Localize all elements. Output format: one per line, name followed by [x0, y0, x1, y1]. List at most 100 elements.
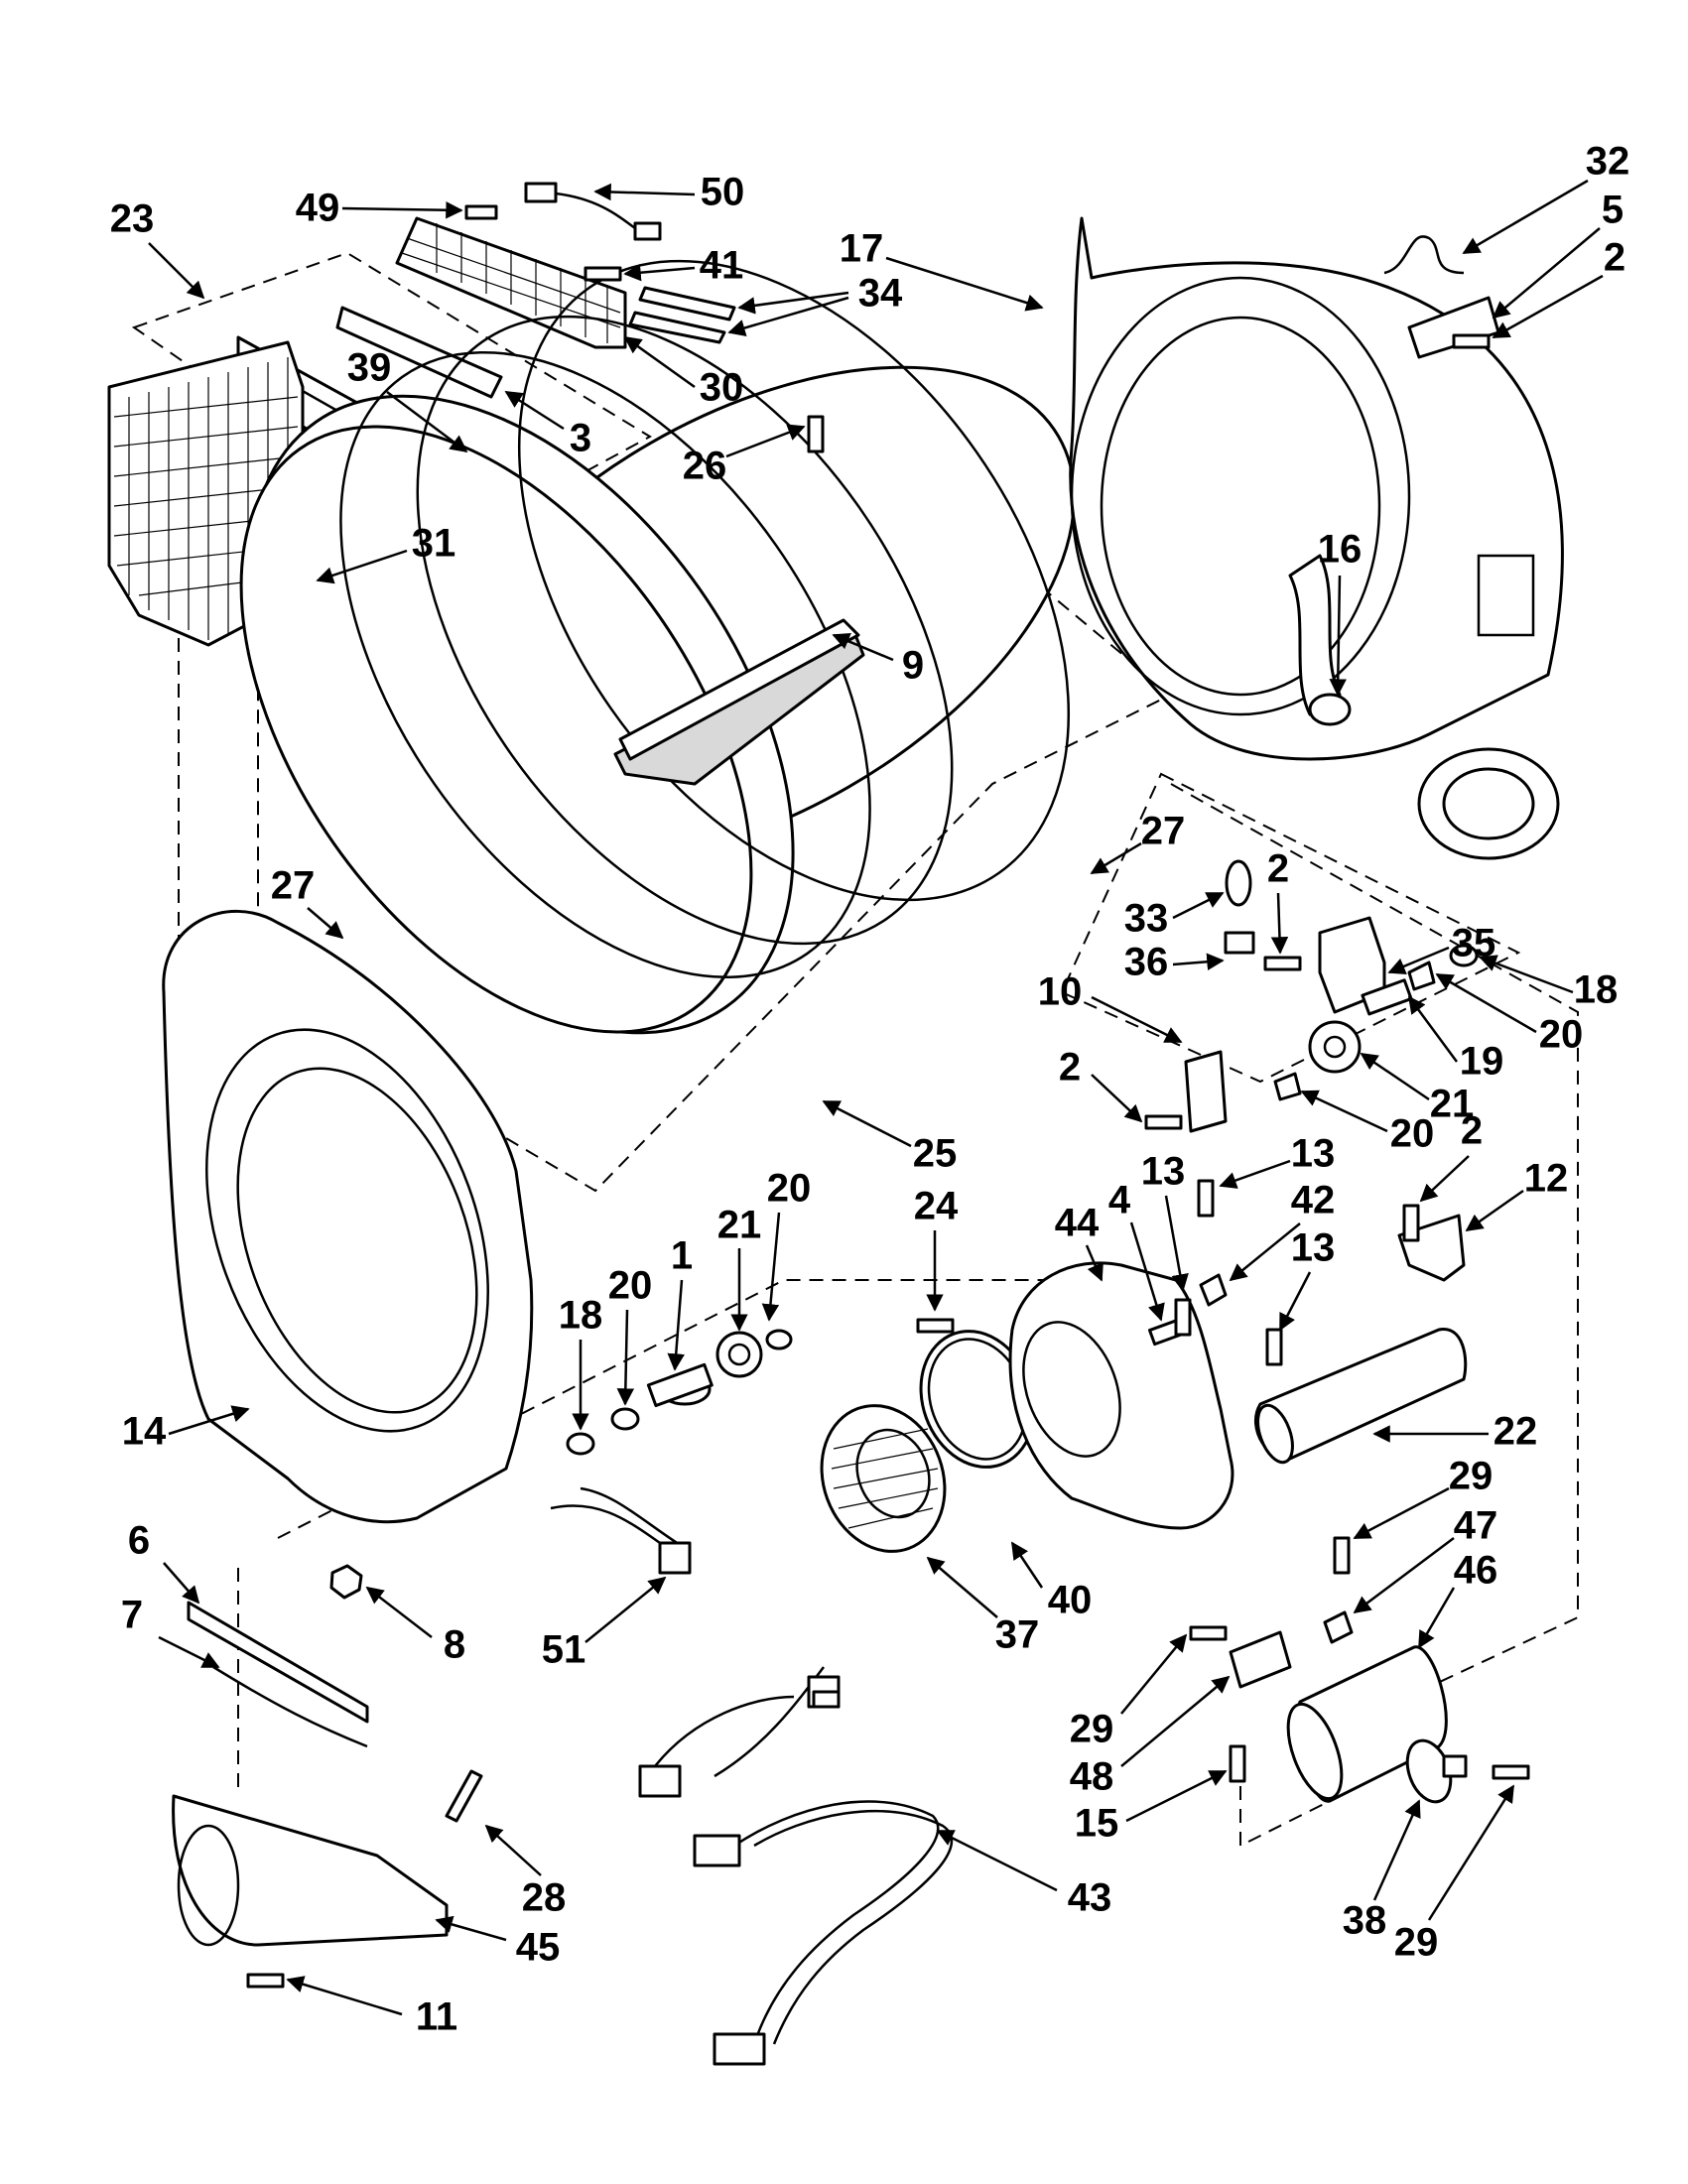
front-duct-part [172, 1794, 449, 1947]
callout-36: 36 [1124, 941, 1169, 984]
callout-2b: 2 [1267, 847, 1289, 891]
screw-49 [464, 204, 498, 220]
callout-20a: 20 [1539, 1013, 1584, 1057]
leader-arrow-20a [1435, 972, 1537, 1034]
leader-arrow-29b [1120, 1633, 1188, 1715]
callout-13c: 13 [1291, 1226, 1336, 1270]
rear-bulkhead-part [1069, 216, 1564, 860]
screw-13a [1197, 1179, 1215, 1218]
callout-3: 3 [570, 417, 591, 460]
sensor-bracket-part [1184, 1050, 1228, 1133]
callout-6: 6 [128, 1519, 150, 1563]
roller-axle-part [566, 1329, 793, 1456]
leader-arrow-19 [1407, 995, 1459, 1063]
leader-arrow-25 [822, 1099, 912, 1148]
callout-49: 49 [296, 187, 340, 230]
callout-20b: 20 [1390, 1112, 1435, 1156]
callout-45: 45 [516, 1926, 561, 1970]
screw-11 [246, 1973, 285, 1989]
callout-22: 22 [1493, 1410, 1538, 1454]
leader-arrow-44 [1085, 1244, 1104, 1282]
heater-assembly-group-outline [1060, 772, 1521, 1084]
leader-arrow-18a [1479, 955, 1574, 994]
bulb-part [1224, 859, 1255, 955]
leader-arrow-1 [667, 1279, 685, 1371]
callout-21a: 21 [1430, 1083, 1475, 1126]
drum-part [239, 259, 1076, 1035]
blower-wheel-part [820, 1404, 947, 1553]
callout-38: 38 [1343, 1899, 1387, 1943]
leader-arrow-36 [1172, 953, 1225, 970]
leader-arrow-38 [1372, 1799, 1421, 1901]
high-limit-thermostat-part [1405, 1738, 1468, 1804]
nut-part [329, 1564, 363, 1600]
felt-seal-strip-part [212, 1665, 368, 1748]
callout-11: 11 [416, 1995, 457, 2039]
callout-18a: 18 [1574, 968, 1619, 1012]
leader-arrow-20b [1300, 1090, 1388, 1133]
heater-mount-bracket-part [1229, 1630, 1292, 1689]
callout-30: 30 [700, 366, 744, 410]
callout-51: 51 [542, 1628, 586, 1672]
callout-23: 23 [110, 197, 155, 241]
leader-arrow-27b [307, 907, 344, 940]
leader-arrow-30 [623, 335, 696, 389]
leader-arrow-9 [832, 632, 894, 662]
drum-baffle-part [613, 618, 865, 786]
leader-arrow-16 [1329, 575, 1348, 697]
leader-arrow-43 [936, 1829, 1058, 1892]
leader-arrow-14 [168, 1405, 250, 1436]
leader-arrow-15 [1125, 1769, 1228, 1823]
callout-47: 47 [1454, 1504, 1498, 1548]
rear-roller-assembly-part [1273, 944, 1479, 1101]
screw-13c [1265, 1328, 1283, 1366]
callout-40: 40 [1048, 1579, 1093, 1622]
leader-arrow-23 [148, 242, 205, 300]
callout-19: 19 [1460, 1040, 1504, 1084]
callout-14: 14 [122, 1410, 167, 1454]
door-switch-harness-part [550, 1486, 692, 1575]
callout-29a: 29 [1449, 1455, 1493, 1498]
leader-arrow-28 [484, 1824, 542, 1876]
screw-2c [1144, 1114, 1183, 1130]
callout-20d: 20 [608, 1264, 653, 1308]
leader-arrow-29c [1427, 1784, 1515, 1921]
callout-44: 44 [1055, 1202, 1100, 1245]
drum-roller-part [1308, 693, 1352, 726]
screw-13b [1174, 1298, 1192, 1337]
leader-arrow-20d [616, 1309, 635, 1406]
duct-clip-part [445, 1769, 483, 1823]
leader-arrow-17 [885, 256, 1044, 312]
leader-arrow-32 [1462, 179, 1589, 255]
blower-housing-part [1008, 1261, 1234, 1530]
callout-35: 35 [1452, 922, 1496, 965]
callout-31: 31 [412, 522, 456, 566]
felt-seal-part [187, 1601, 369, 1724]
callout-29b: 29 [1070, 1708, 1114, 1751]
callout-2a: 2 [1604, 236, 1625, 280]
leader-arrow-48 [1120, 1675, 1231, 1767]
callout-27a: 27 [1141, 810, 1186, 853]
lint-housing-bracket-part [335, 306, 503, 399]
callout-1: 1 [671, 1234, 693, 1278]
callout-7: 7 [121, 1594, 143, 1637]
callout-39: 39 [347, 346, 392, 390]
screw-41 [584, 266, 622, 282]
leader-arrow-13b [1164, 1195, 1189, 1292]
leader-arrow-5 [1492, 227, 1601, 320]
callout-2c: 2 [1059, 1046, 1081, 1090]
leader-arrow-33 [1172, 891, 1225, 920]
callout-2d: 2 [1461, 1109, 1483, 1153]
leader-arrow-26 [725, 424, 806, 458]
leader-arrow-31 [316, 549, 408, 584]
callout-24: 24 [914, 1185, 959, 1228]
hi-limit-clip-part [1323, 1610, 1354, 1644]
callout-33: 33 [1124, 897, 1169, 941]
callout-29c: 29 [1394, 1921, 1439, 1965]
leader-arrow-13a [1219, 1159, 1291, 1189]
leader-arrow-46 [1417, 1587, 1456, 1649]
callout-10: 10 [1038, 970, 1083, 1014]
rear-bulkhead-rail-dashed [1170, 783, 1579, 1688]
callout-16: 16 [1318, 528, 1363, 572]
screw-2d [1402, 1204, 1420, 1242]
